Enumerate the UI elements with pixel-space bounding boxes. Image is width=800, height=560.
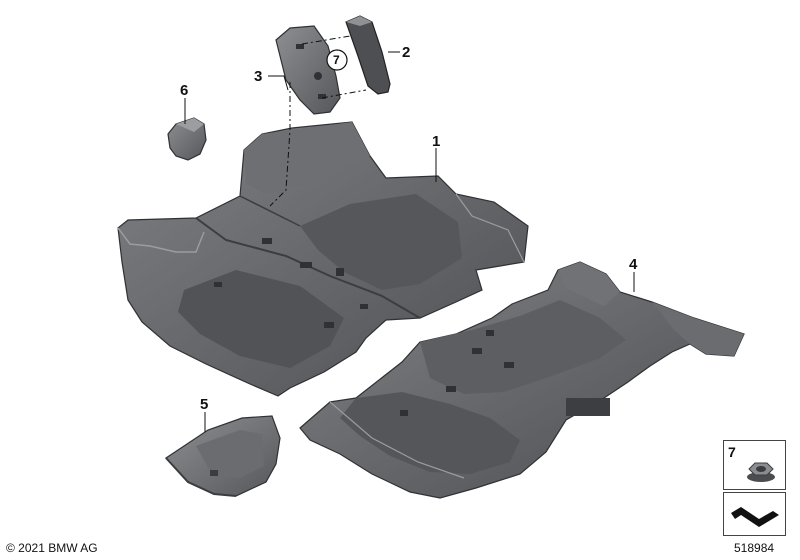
rear-floor-carpet [299,261,745,499]
cover-panel [165,415,281,497]
callout-7-circle: 7 [326,49,348,71]
trim-piece [167,117,207,161]
hex-nut-icon [747,462,775,482]
pad-strip [345,15,391,95]
callout-2: 2 [402,44,410,61]
callout-5: 5 [200,396,208,413]
callout-3: 3 [254,68,262,85]
legend-mounting [723,492,786,536]
legend-part-7: 7 [723,440,786,490]
callout-7-label: 7 [333,53,340,67]
legend-part-number: 7 [728,444,736,460]
copyright-text: © 2021 BMW AG [6,541,98,555]
mounting-diagram-icon [731,507,779,527]
callout-1: 1 [432,133,440,150]
mounting-bracket [275,25,341,115]
front-floor-carpet [117,121,529,397]
diagram-id: 518984 [734,541,775,555]
callout-4: 4 [629,256,638,273]
leader-lines [184,51,635,432]
callout-6: 6 [180,82,188,99]
assembly-lines [269,35,367,207]
